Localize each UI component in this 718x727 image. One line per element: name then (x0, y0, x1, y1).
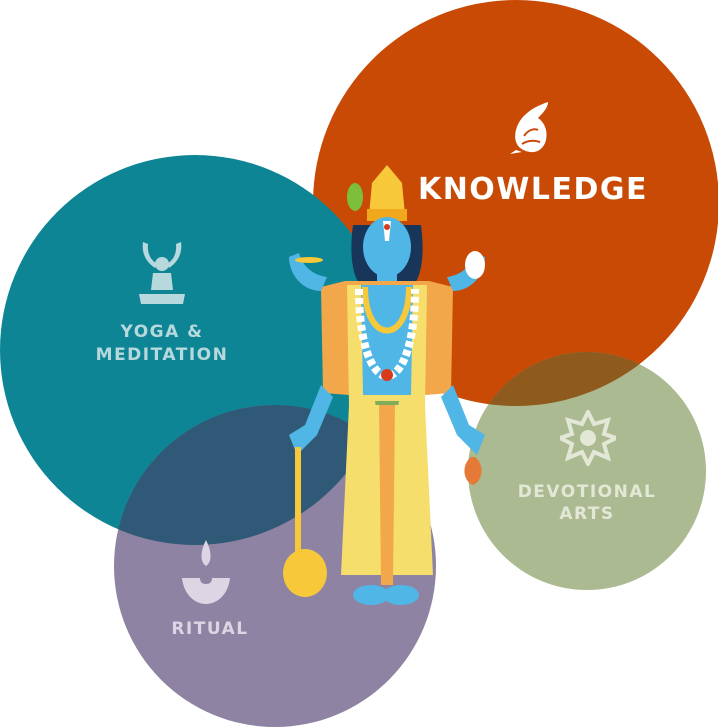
yoga-label-line1: YOGA & (120, 322, 204, 342)
yoga-label-line2: MEDITATION (95, 345, 229, 365)
ritual-label: RITUAL (171, 619, 249, 639)
meditation-icon (139, 242, 185, 304)
conch-icon (510, 102, 548, 154)
knowledge-label: KNOWLEDGE (417, 172, 649, 207)
devotional-label-line1: DEVOTIONAL (517, 482, 657, 502)
diya-lamp-icon (182, 540, 230, 604)
deity-illustration (283, 165, 485, 605)
devotional-label-line2: ARTS (559, 504, 615, 524)
lotus-mandala-icon (560, 410, 616, 466)
